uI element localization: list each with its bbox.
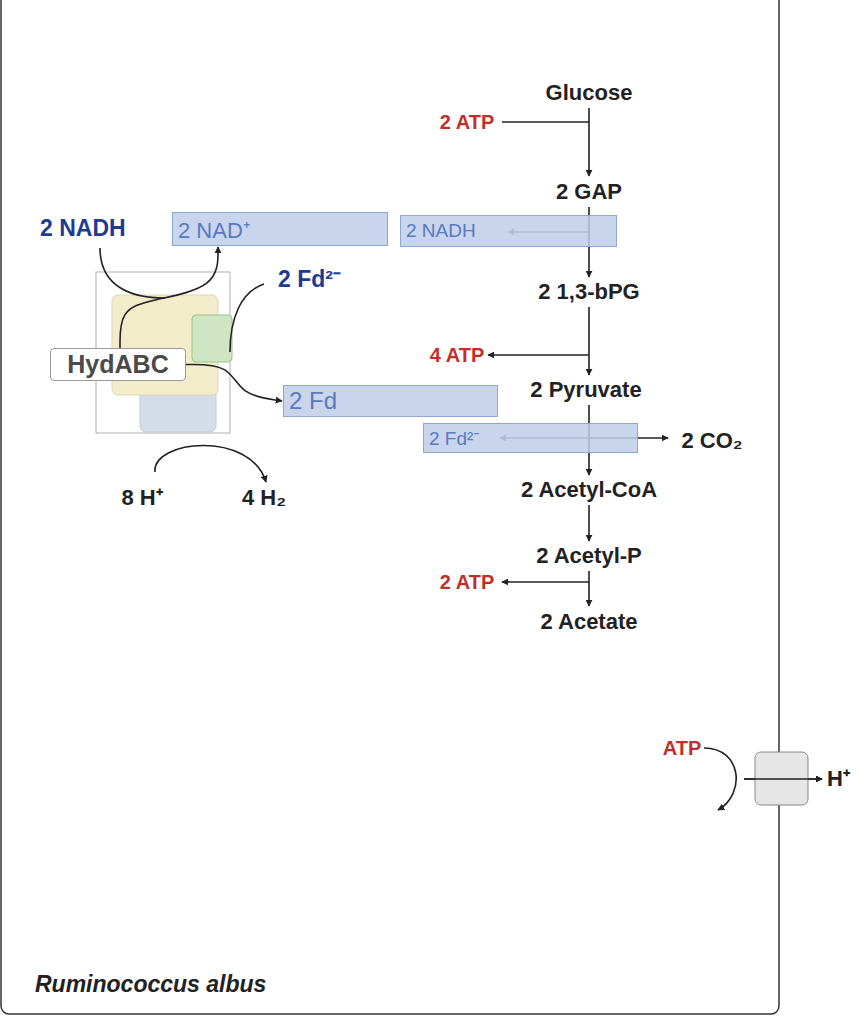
electron-flow-arrow	[120, 247, 218, 348]
shaded-band: 2 Fd	[283, 385, 498, 417]
shaded-band: 2 NADH	[400, 215, 617, 247]
proton-export-arrow	[744, 778, 822, 780]
hydrogen-arrow	[155, 446, 266, 483]
metabolite-label: 2 1,3-bPG	[538, 280, 639, 304]
shaded-band: 2 NAD⁺	[172, 212, 388, 246]
atp-label: 2 ATP	[440, 571, 494, 593]
metabolite-label: 2 Acetyl-P	[536, 544, 642, 568]
metabolite-label: 2 Pyruvate	[530, 378, 641, 402]
cofactor-label: 2 NADH	[40, 216, 126, 241]
pathway-arrow	[588, 505, 590, 541]
pathway-arrow	[588, 108, 590, 176]
shaded-band: 2 Fd²⁻	[423, 423, 638, 453]
atp-hydrolysis-arrow	[704, 748, 736, 810]
proton-export-arrow	[744, 778, 822, 780]
node-text: 2 Fd	[284, 387, 342, 415]
organism-name: Ruminococcus albus	[35, 972, 266, 997]
pathway-arrow	[588, 571, 590, 606]
atp-output-arrow	[502, 581, 589, 583]
metabolite-label: 2 GAP	[556, 180, 622, 204]
node-text: 2 NADH	[401, 220, 481, 242]
metabolite-label: 4 H₂	[242, 486, 286, 510]
metabolite-label: 2 CO₂	[681, 429, 742, 453]
atp-label: ATP	[663, 737, 702, 759]
node-text: 2 Fd²⁻	[424, 425, 484, 451]
metabolite-label: 2 Acetyl-CoA	[521, 478, 657, 502]
atp-label: 4 ATP	[430, 344, 484, 366]
cofactor-label: 2 Fd²⁻	[278, 267, 341, 292]
atp-input-line	[502, 121, 589, 123]
node-text: 2 NAD⁺	[173, 214, 255, 244]
subunit-b	[192, 315, 232, 362]
pathway-arrow	[588, 307, 590, 375]
complex-label-box: HydABC	[50, 348, 186, 381]
cell-outline	[1, 0, 779, 1014]
metabolite-label: 8 H⁺	[121, 486, 162, 510]
metabolite-label: 2 Acetate	[540, 610, 637, 634]
fd-curve	[230, 284, 264, 352]
metabolite-label: H⁺	[827, 767, 850, 791]
metabolite-label: Glucose	[546, 81, 633, 105]
nadh-curve	[100, 248, 165, 298]
atp-output-arrow	[488, 354, 589, 356]
atp-label: 2 ATP	[440, 111, 494, 133]
node-text: HydABC	[63, 350, 172, 379]
electron-flow-arrow	[186, 365, 282, 402]
